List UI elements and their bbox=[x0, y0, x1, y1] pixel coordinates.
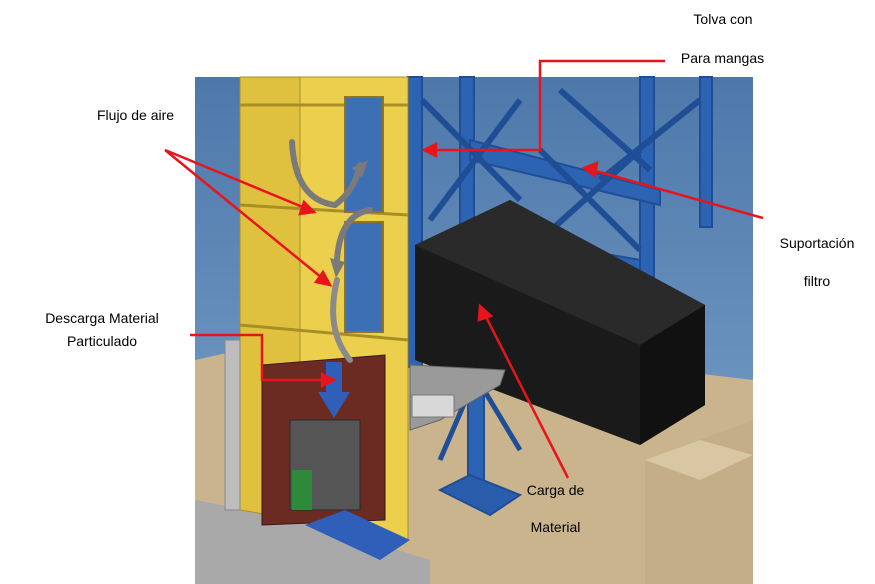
airflow-arrows bbox=[289, 139, 373, 418]
callout-airflow-2 bbox=[164, 149, 323, 279]
callout-discharge bbox=[190, 333, 325, 382]
label-hopper-line1: Tolva con bbox=[693, 11, 753, 27]
label-discharge-line1: Descarga Material bbox=[45, 310, 159, 326]
callout-support bbox=[591, 168, 764, 220]
yellow-column bbox=[224, 76, 410, 560]
label-load-line1: Carga de bbox=[526, 482, 585, 498]
label-hopper-line2: Para mangas bbox=[680, 50, 765, 66]
label-airflow: Flujo de aire bbox=[97, 107, 175, 123]
callout-hopper bbox=[430, 59, 665, 152]
filter-box bbox=[409, 200, 705, 445]
callout-airflow-1 bbox=[164, 148, 306, 210]
label-discharge-line2: Particulado bbox=[66, 333, 138, 349]
label-support-line2: filtro bbox=[803, 273, 831, 289]
callout-lines bbox=[164, 59, 764, 479]
callout-hopper-head bbox=[421, 141, 438, 159]
label-support-line1: Suportación bbox=[779, 235, 855, 251]
label-load-line2: Material bbox=[530, 519, 581, 535]
callout-load bbox=[483, 314, 570, 479]
floor-grating bbox=[195, 500, 430, 584]
